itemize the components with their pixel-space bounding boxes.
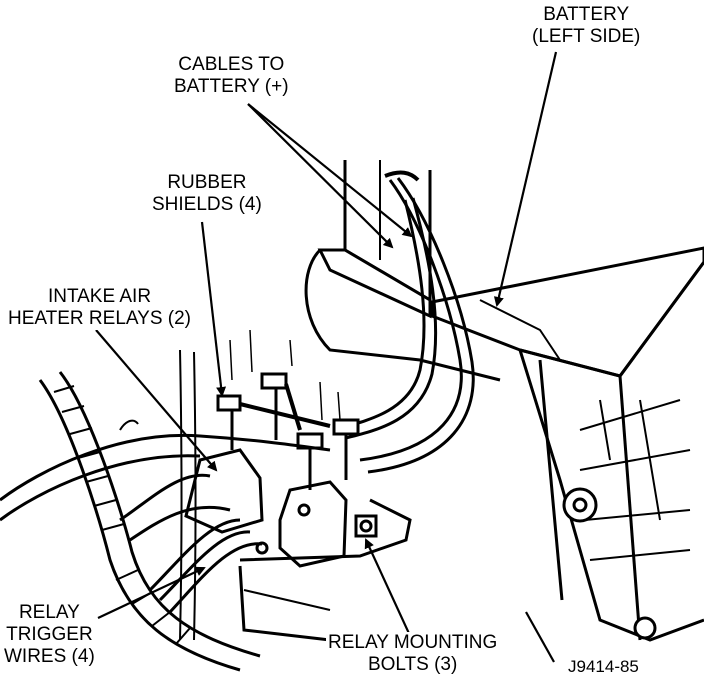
rubber-shields-label: RUBBER SHIELDS (4) — [150, 172, 264, 216]
mounting-bolts-label-line-2: BOLTS (3) — [367, 654, 458, 675]
battery-body — [304, 160, 501, 382]
battery-label-line-1: BATTERY — [543, 4, 630, 25]
figure-code-label: J9414-85 — [566, 656, 641, 678]
trigger-wires-label-line-3: WIRES (4) — [4, 646, 95, 667]
cables-label-line-2: BATTERY (+) — [174, 76, 289, 97]
battery-label-line-2: (LEFT SIDE) — [532, 26, 641, 47]
trigger-wires-label: RELAY TRIGGER WIRES (4) — [2, 602, 97, 668]
mounting-bolts-label: RELAY MOUNTING BOLTS (3) — [326, 632, 500, 676]
rubber-shields-label-line-1: RUBBER — [167, 172, 247, 193]
leader-arrows — [95, 51, 558, 663]
rubber-shields-label-line-2: SHIELDS (4) — [152, 194, 262, 215]
intake-relays-label-line-2: HEATER RELAYS (2) — [8, 308, 192, 329]
intake-relays-label-line-1: INTAKE AIR — [47, 286, 152, 307]
wiring-harness — [0, 349, 331, 672]
cables-label: CABLES TO BATTERY (+) — [172, 54, 291, 98]
intake-relays-label: INTAKE AIR HEATER RELAYS (2) — [6, 286, 194, 330]
battery-label: BATTERY (LEFT SIDE) — [530, 4, 643, 48]
battery-tray — [430, 246, 704, 642]
mounting-bolts-label-line-1: RELAY MOUNTING — [328, 632, 498, 653]
positive-cables — [339, 170, 475, 474]
trigger-wires-label-line-1: RELAY — [18, 602, 80, 623]
trigger-wires-label-line-2: TRIGGER — [6, 624, 93, 645]
relay-assembly — [184, 329, 412, 642]
cables-label-line-1: CABLES TO — [178, 54, 285, 75]
